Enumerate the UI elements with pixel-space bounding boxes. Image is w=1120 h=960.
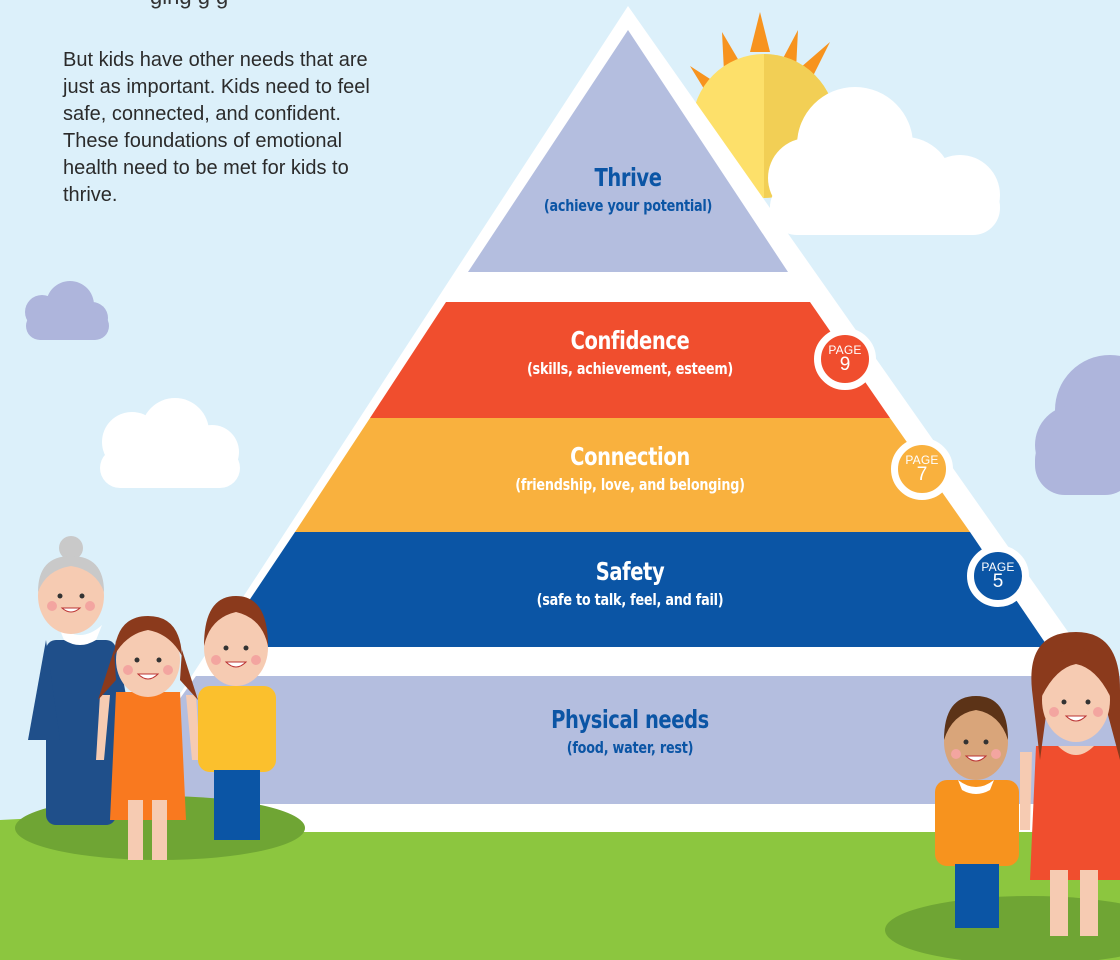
tier-confidence-shape: [370, 302, 890, 418]
cloud-blue-right: [1035, 355, 1120, 495]
tier-physical-label: Physical needs (food, water, rest): [480, 704, 780, 760]
tier-description: (friendship, love, and belonging): [515, 475, 745, 494]
badge-page-number: 7: [916, 464, 928, 485]
tier-description: (achieve your potential): [543, 196, 713, 215]
tier-thrive-label: Thrive (achieve your potential): [478, 162, 778, 218]
cloud-top-right: [768, 87, 1000, 235]
tier-connection-label: Connection (friendship, love, and belong…: [430, 441, 830, 497]
page-badge-safety[interactable]: PAGE 5: [967, 545, 1029, 607]
badge-page-number: 9: [839, 354, 851, 375]
tier-confidence-label: Confidence (skills, achievement, esteem): [440, 325, 820, 381]
tier-description: (food, water, rest): [566, 738, 694, 757]
cloud-white-left: [100, 398, 240, 488]
section-heading: ging g g: [150, 0, 228, 10]
tier-name: Connection: [570, 442, 690, 471]
tier-name: Thrive: [594, 163, 662, 192]
cloud-blue-left: [25, 281, 109, 340]
boy-right-figure: [935, 696, 1019, 928]
tier-thrive-shape: [468, 30, 788, 272]
badge-label: PAGE: [828, 343, 862, 357]
badge-label: PAGE: [981, 560, 1015, 574]
tier-description: (skills, achievement, esteem): [526, 359, 734, 378]
tier-physical-shape: [105, 676, 1120, 804]
grandmother-figure: [28, 536, 134, 825]
tier-description: (safe to talk, feel, and fail): [536, 590, 724, 609]
tier-name: Confidence: [570, 326, 690, 355]
intro-paragraph: But kids have other needs that are just …: [63, 49, 370, 206]
tier-name: Safety: [595, 557, 665, 586]
page-badge-confidence[interactable]: PAGE 9: [814, 328, 876, 390]
woman-figure: [1020, 632, 1120, 936]
tier-safety-shape: [218, 532, 1048, 647]
tier-safety-label: Safety (safe to talk, feel, and fail): [430, 556, 830, 612]
badge-label: PAGE: [905, 453, 939, 467]
badge-page-number: 5: [992, 571, 1004, 592]
tier-connection-shape: [295, 418, 970, 532]
tier-name: Physical needs: [551, 705, 709, 734]
page-badge-connection[interactable]: PAGE 7: [891, 438, 953, 500]
girl-figure: [96, 616, 200, 860]
boy-left-figure: [198, 596, 276, 840]
